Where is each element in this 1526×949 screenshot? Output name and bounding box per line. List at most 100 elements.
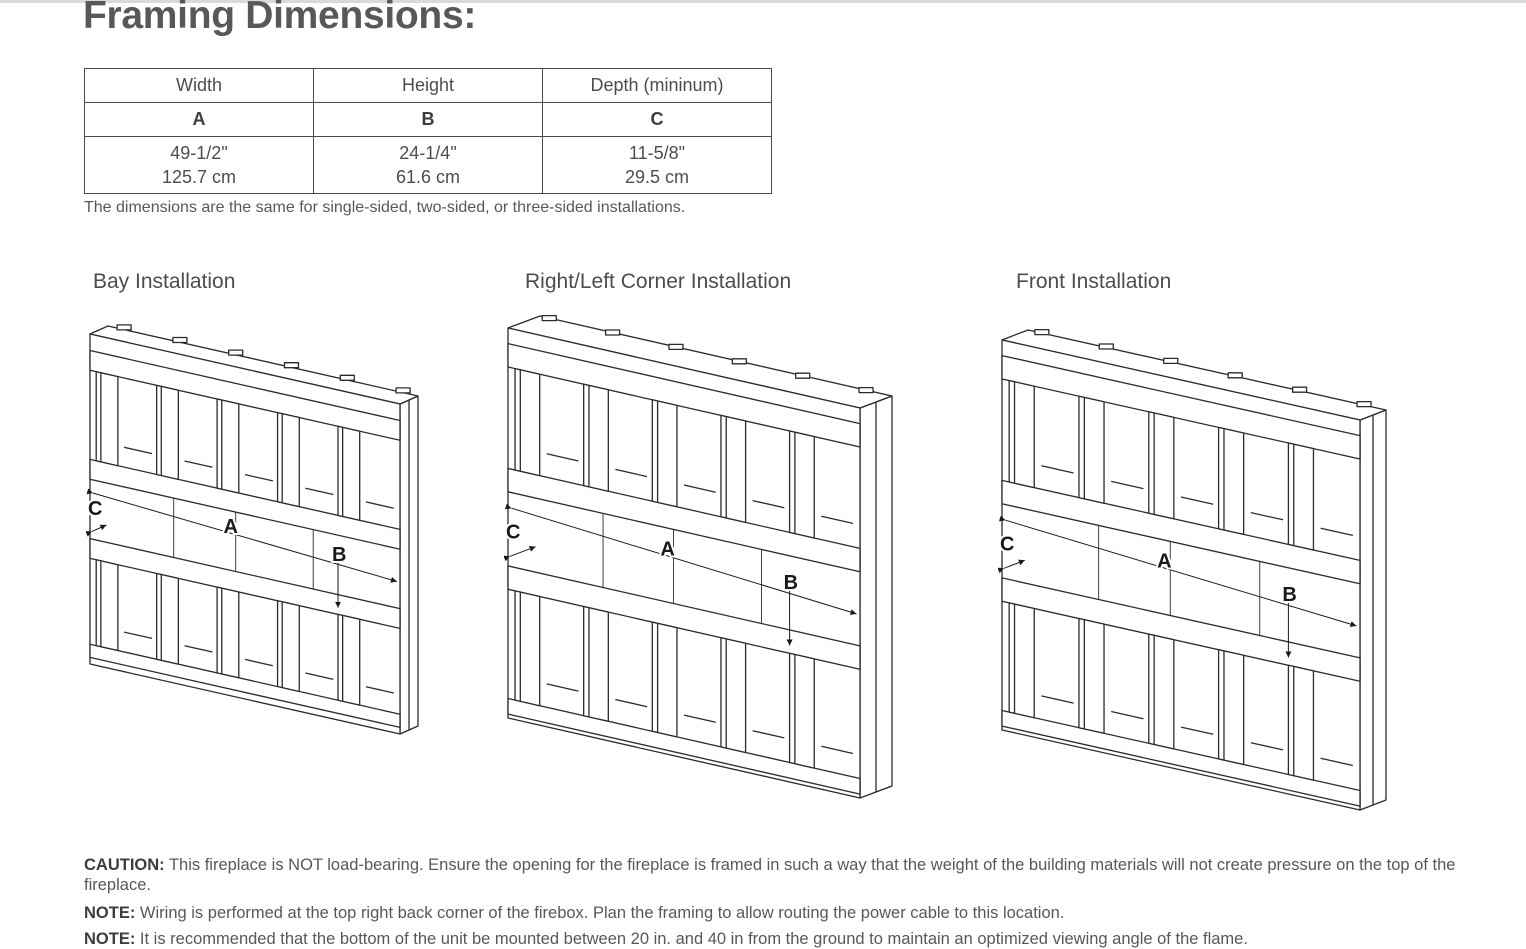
wiring-note-text: Wiring is performed at the top right bac… [135, 904, 1065, 922]
blocking-line [123, 631, 153, 640]
frame-stud [1217, 649, 1245, 766]
table-letter-row: A B C [84, 102, 772, 137]
label-b: B [1282, 584, 1296, 606]
blocking-line [1180, 496, 1214, 505]
front-installation-diagram: A B C [998, 328, 1387, 811]
frame-stud [95, 559, 119, 652]
blocking-line [184, 460, 213, 468]
blocking-line [365, 686, 394, 694]
header-depth: Depth (mininum) [542, 68, 772, 103]
joist-end [795, 372, 811, 379]
frame-stud [216, 586, 240, 679]
front-installation-title: Front Installation [1016, 270, 1172, 293]
frame-stud [651, 399, 678, 508]
joist-end [395, 387, 411, 394]
blocking-line [546, 683, 579, 692]
top-rule [0, 0, 1526, 3]
frame-plate [89, 349, 401, 441]
joist-end [116, 324, 132, 331]
depth-dimension-arrow [998, 559, 1025, 574]
value-width: 49-1/2" 125.7 cm [84, 136, 314, 194]
header-width: Width [84, 68, 314, 103]
value-height: 24-1/4"61.6 cm [313, 136, 543, 194]
frame-stud [583, 383, 609, 492]
frame-stud [788, 430, 815, 539]
frame-stud [276, 412, 300, 508]
frame-stud [651, 621, 678, 738]
frame-stud [1008, 602, 1035, 719]
joist-end [172, 336, 188, 344]
frame-outline [1001, 328, 1387, 811]
blocking-line [546, 453, 579, 462]
label-b: B [784, 572, 798, 594]
label-a: A [660, 538, 674, 560]
label-a: A [224, 516, 238, 538]
frame-stud [1148, 411, 1175, 520]
blocking-line [1041, 465, 1074, 474]
blocking-line [1111, 710, 1144, 720]
frame-stud [337, 613, 361, 706]
frame-stud [1287, 442, 1315, 551]
blocking-line [752, 730, 785, 739]
frame-outline [89, 324, 419, 735]
dimension-labels: ABC [86, 496, 348, 568]
frame-stud [1008, 379, 1035, 489]
blocking-line [1041, 695, 1074, 704]
blocking-line [184, 645, 213, 653]
depth-dimension-arrow [504, 545, 536, 562]
table-header-row: Width Height Depth (mininum) [84, 68, 772, 103]
depth-imperial: 11-5/8" [628, 143, 686, 163]
header-height: Height [313, 68, 543, 103]
joist-end [1034, 328, 1050, 336]
mounting-note-label: NOTE: [84, 930, 136, 948]
frame-stud [156, 384, 179, 481]
frame-stud [337, 425, 361, 521]
frame-stud [583, 605, 609, 722]
width-metric: 125.7 cm [161, 167, 237, 187]
joist-end [668, 343, 684, 351]
joist-end [1227, 372, 1243, 379]
frame-outline [507, 314, 893, 799]
frame-plate [1001, 354, 1361, 460]
depth-metric: 29.5 cm [624, 167, 690, 187]
frame-stud [276, 600, 300, 693]
joist-end [858, 386, 874, 394]
width-imperial: 49-1/2" [170, 143, 228, 163]
joist-end [604, 329, 621, 336]
wiring-note-label: NOTE: [84, 904, 136, 922]
frame-stud [514, 367, 541, 477]
dimension-labels: A B C [504, 520, 800, 596]
label-a: A [1157, 550, 1171, 572]
blocking-line [305, 672, 334, 680]
blocking-line [683, 714, 716, 723]
blocking-line [244, 658, 274, 667]
blocking-line [123, 446, 153, 455]
joist-end [541, 314, 557, 322]
frame-stud [1287, 664, 1315, 781]
blocking-line [615, 698, 648, 708]
frame-stud [1148, 633, 1175, 750]
frame-stud [216, 398, 240, 494]
value-depth: 11-5/8" 29.5 cm [542, 136, 772, 194]
label-b: B [332, 544, 346, 566]
joist-end [1291, 386, 1308, 393]
width-dimension-arrow [998, 515, 1357, 628]
letter-b: B [313, 102, 543, 137]
blocking-line [615, 468, 648, 478]
height-imperial: 24-1/4" [399, 143, 457, 163]
wiring-note: NOTE: Wiring is performed at the top rig… [84, 903, 1484, 923]
table-note: The dimensions are the same for single-s… [84, 199, 686, 216]
letter-a: A [84, 102, 314, 137]
label-c: C [506, 522, 520, 544]
letter-c: C [542, 102, 772, 137]
blocking-line [1111, 480, 1144, 490]
label-c: C [1000, 534, 1014, 556]
caution-note: CAUTION: This fireplace is NOT load-bear… [84, 855, 1484, 895]
table-row: 49-1/2" 125.7 cm 24-1/4"61.6 cm 11-5/8" 29… [84, 136, 772, 194]
blocking-line [1180, 726, 1214, 735]
dimension-arrows [998, 515, 1357, 658]
joist-end [1356, 400, 1372, 408]
mounting-note-text: It is recommended that the bottom of the… [135, 930, 1248, 948]
frame-stud [1078, 617, 1105, 734]
blocking-line [683, 484, 716, 493]
